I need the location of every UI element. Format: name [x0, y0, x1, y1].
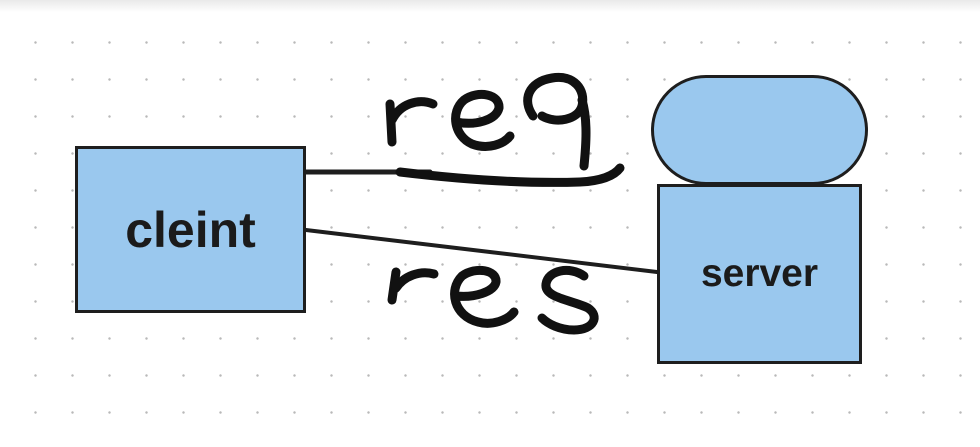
server-node-label: server: [700, 252, 819, 295]
top-toolbar-shadow: [0, 0, 980, 12]
client-node[interactable]: cleint: [75, 146, 306, 313]
handwritten-req-annotation[interactable]: [385, 72, 625, 187]
response-connector[interactable]: [304, 228, 659, 274]
handwritten-res-annotation[interactable]: [387, 265, 599, 335]
database-shape[interactable]: [651, 75, 868, 185]
client-node-label: cleint: [125, 201, 256, 258]
server-node[interactable]: server: [657, 184, 862, 364]
